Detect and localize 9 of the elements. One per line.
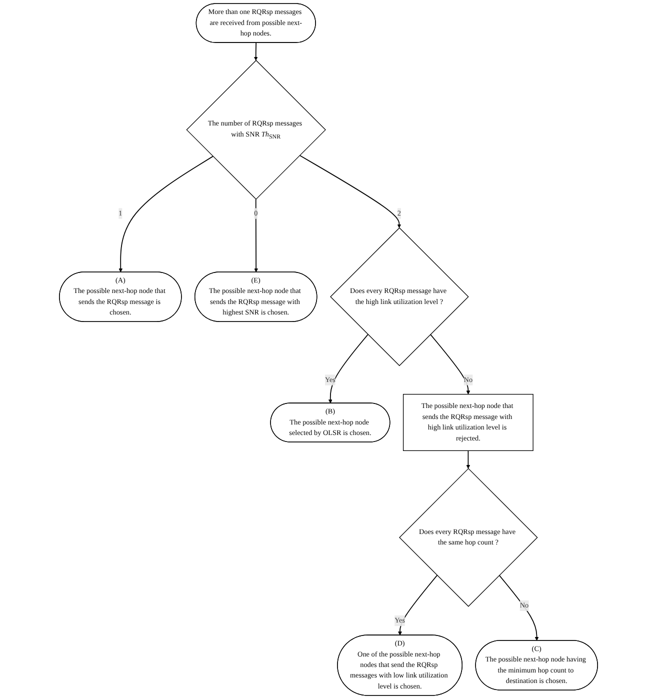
- arrow: [328, 334, 368, 404]
- arrow: [299, 154, 402, 228]
- arrow: [254, 42, 258, 61]
- arrow: [466, 450, 470, 469]
- arrow: [430, 334, 470, 394]
- arrow: [118, 156, 214, 272]
- arrow: [498, 574, 539, 641]
- arrow: [398, 574, 438, 636]
- arrow: [254, 198, 258, 272]
